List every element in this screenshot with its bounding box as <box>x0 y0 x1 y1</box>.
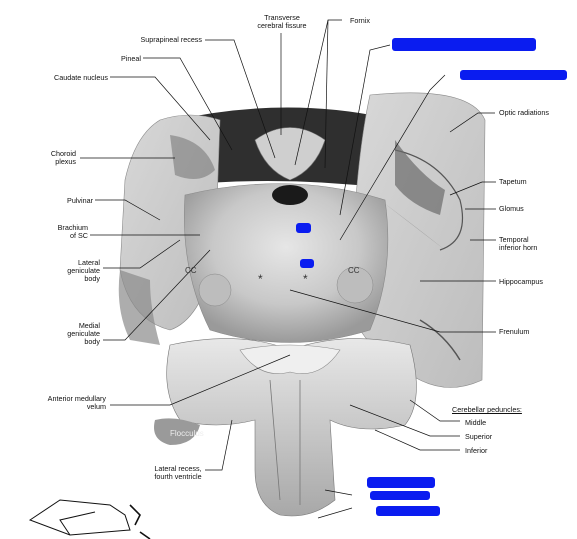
redaction-mark-upper-right <box>460 70 567 80</box>
label-frenulum: Frenulum <box>499 327 530 336</box>
label-cc-right: CC <box>348 266 360 275</box>
redaction-mark-center-1 <box>296 223 311 233</box>
label-anterior-medullary-velum: Anterior medullary velum <box>47 394 106 411</box>
label-suprapineal-recess: Suprapineal recess <box>140 35 202 44</box>
redaction-mark-bottom-1 <box>367 477 435 488</box>
label-brachium-of-sc: Brachium of SC <box>57 223 88 240</box>
label-flocculus: Flocculus <box>170 429 204 438</box>
label-pineal: Pineal <box>121 54 141 63</box>
label-glomus: Glomus <box>499 204 524 213</box>
asterisk-left: * <box>258 272 263 286</box>
redaction-mark-bottom-3 <box>376 506 440 516</box>
label-superior: Superior <box>465 432 493 441</box>
leader-lines <box>80 19 496 519</box>
orientation-sketch <box>28 499 151 539</box>
label-transverse-cerebral-fissure: Transverse cerebral fissure <box>257 13 307 30</box>
label-hippocampus: Hippocampus <box>499 277 543 286</box>
label-inferior: Inferior <box>465 446 488 455</box>
label-choroid-plexus: Choroid plexus <box>50 149 76 166</box>
asterisk-right: * <box>303 272 308 286</box>
label-caudate-nucleus: Caudate nucleus <box>54 73 108 82</box>
label-temporal-inferior-horn: Temporal inferior horn <box>499 235 538 252</box>
midbrain-region <box>184 127 389 343</box>
label-cc-left: CC <box>185 266 197 275</box>
label-fornix: Fornix <box>350 16 370 25</box>
label-tapetum: Tapetum <box>499 177 527 186</box>
cerebellum-region <box>154 338 417 517</box>
right-hemisphere-region <box>354 92 486 388</box>
redaction-mark-center-2 <box>300 259 314 268</box>
label-lateral-geniculate-body: Lateral geniculate body <box>67 258 100 283</box>
label-cerebellar-peduncles: Cerebellar peduncles: <box>452 405 522 414</box>
label-middle: Middle <box>465 418 487 427</box>
label-lateral-recess: Lateral recess, fourth ventricle <box>154 464 202 481</box>
label-optic-radiations: Optic radiations <box>499 108 549 117</box>
redaction-mark-top <box>392 38 536 51</box>
label-medial-geniculate-body: Medial geniculate body <box>67 321 100 346</box>
label-pulvinar: Pulvinar <box>67 196 93 205</box>
redaction-mark-bottom-2 <box>370 491 430 500</box>
